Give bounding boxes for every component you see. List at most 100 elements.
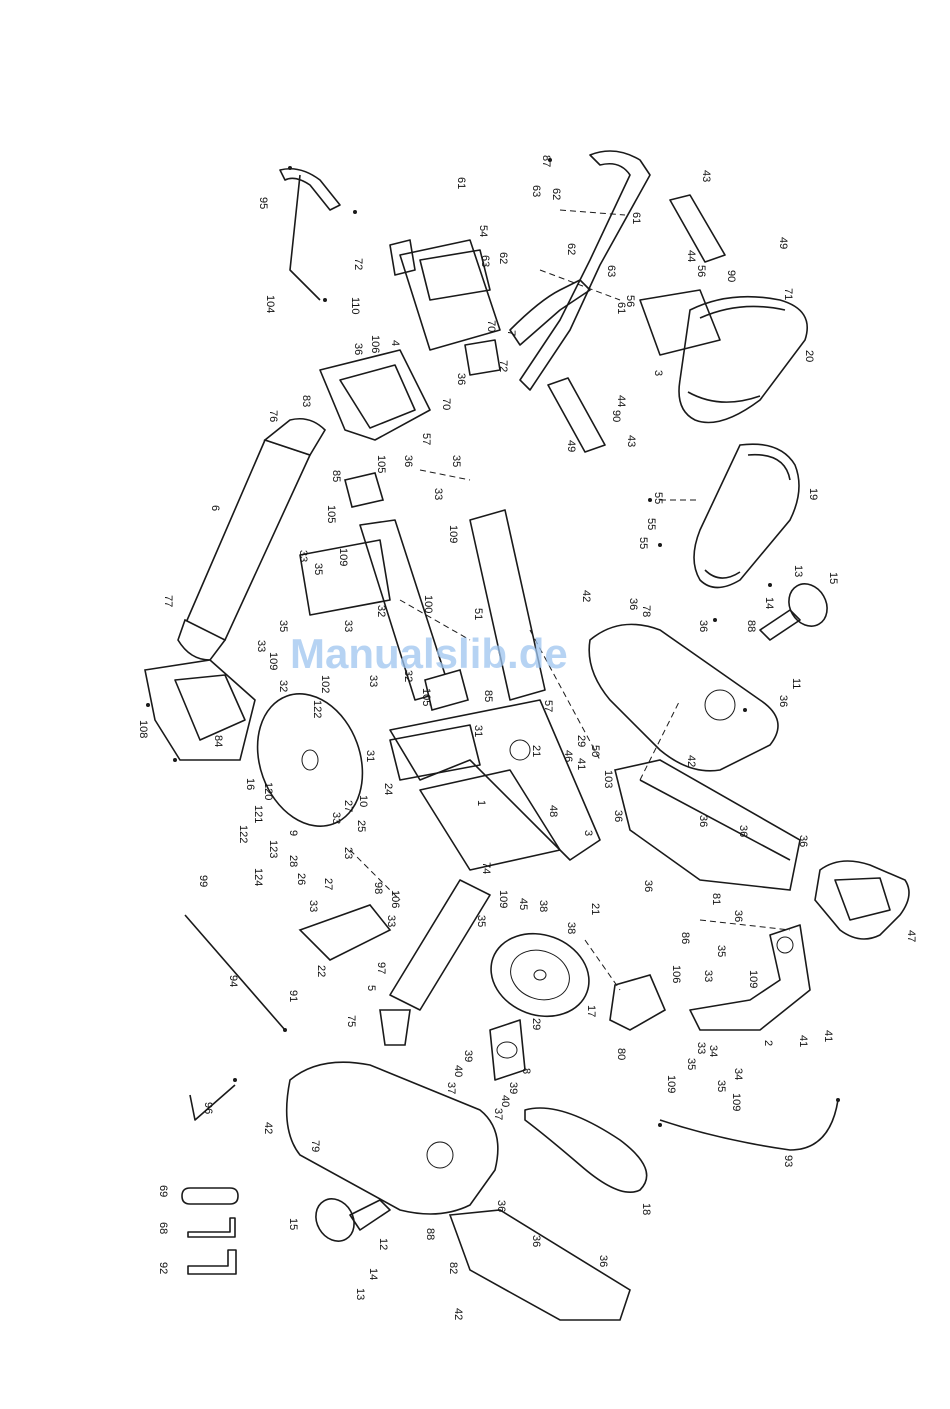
- label: 75: [345, 1015, 357, 1027]
- label: 62: [497, 252, 509, 264]
- label: 5: [365, 985, 377, 991]
- label: 22: [315, 965, 327, 977]
- label: 102: [319, 675, 331, 693]
- label: 33: [330, 812, 342, 824]
- label: 20: [803, 350, 815, 362]
- label: 6: [209, 505, 221, 511]
- watermark-text: Manualslib.de: [290, 630, 568, 677]
- label: 17: [585, 1005, 597, 1017]
- label: 109: [337, 548, 349, 566]
- label: 23: [342, 847, 354, 859]
- label: 12: [377, 1238, 389, 1250]
- label: 104: [264, 295, 276, 313]
- label: 57: [542, 700, 554, 712]
- label: 62: [550, 188, 562, 200]
- label: 35: [277, 620, 289, 632]
- part-94-rod: [184, 914, 286, 1031]
- label: 62: [565, 243, 577, 255]
- label: 97: [375, 962, 387, 974]
- label: 99: [197, 875, 209, 887]
- label: 106: [369, 335, 381, 353]
- label: 13: [354, 1288, 366, 1300]
- label: 36: [697, 620, 709, 632]
- part-81-cover: [614, 759, 801, 891]
- label: 36: [777, 695, 789, 707]
- label: 106: [670, 965, 682, 983]
- part-85-housing-lower: [424, 669, 469, 711]
- part-43-grip-lower: [547, 377, 606, 453]
- part-15-pedal-right: [759, 583, 828, 641]
- label: 103: [602, 770, 614, 788]
- label: 39: [507, 1082, 519, 1094]
- label: 14: [763, 597, 775, 609]
- label: 56: [624, 295, 636, 307]
- label: 61: [455, 177, 467, 189]
- label: 110: [349, 297, 361, 315]
- label: 63: [530, 185, 542, 197]
- part-18-belt: [524, 1107, 648, 1194]
- part-15-pedal-left: [315, 1198, 391, 1242]
- label: 25: [355, 820, 367, 832]
- label: 35: [715, 945, 727, 957]
- label: 109: [447, 525, 459, 543]
- label: 35: [450, 455, 462, 467]
- label: 2: [762, 1040, 774, 1046]
- label: 42: [685, 755, 697, 767]
- label: 21: [589, 903, 601, 915]
- label: 32: [375, 605, 387, 617]
- label: 46: [562, 750, 574, 762]
- label: 33: [367, 675, 379, 687]
- part-labels: 87 61 63 62 61 54 62 63 43 49 44 56 90 7…: [137, 155, 917, 1320]
- label: 21: [530, 745, 542, 757]
- label: 33: [695, 1042, 707, 1054]
- label: 105: [375, 455, 387, 473]
- label: 36: [612, 810, 624, 822]
- label: 42: [262, 1122, 274, 1134]
- label: 61: [615, 302, 627, 314]
- label: 31: [472, 725, 484, 737]
- label: 33: [297, 550, 309, 562]
- tool-92-allen-key: [187, 1249, 237, 1275]
- label: 109: [730, 1093, 742, 1111]
- label: 39: [462, 1050, 474, 1062]
- part-93-cable: [659, 1099, 839, 1151]
- label: 49: [565, 440, 577, 452]
- part-78-cover: [588, 623, 779, 772]
- label: 95: [257, 197, 269, 209]
- part-19-seat-back: [693, 443, 800, 589]
- label: 35: [685, 1058, 697, 1070]
- label: 37: [492, 1108, 504, 1120]
- label: 36: [530, 1235, 542, 1247]
- label: 86: [679, 932, 691, 944]
- label: 16: [244, 778, 256, 790]
- label: 26: [295, 873, 307, 885]
- label: 51: [472, 608, 484, 620]
- label: 29: [575, 735, 587, 747]
- label: 27: [322, 878, 334, 890]
- part-3-seat-slider: [639, 289, 721, 356]
- label: 70: [485, 320, 497, 332]
- part-17-pulley: [490, 932, 590, 1018]
- label: 3: [652, 370, 664, 376]
- part-96-rod: [189, 1084, 236, 1121]
- part-4-seat-rail: [389, 239, 501, 376]
- label: 72: [352, 258, 364, 270]
- label: 11: [790, 678, 802, 689]
- label: 69: [157, 1185, 169, 1197]
- label: 24: [382, 783, 394, 795]
- label: 36: [627, 598, 639, 610]
- label: 121: [252, 805, 264, 823]
- part-85-housing-upper: [344, 472, 385, 508]
- label: 37: [445, 1082, 457, 1094]
- label: 32: [402, 670, 414, 682]
- part-95-backrest-frame: [279, 167, 341, 301]
- leader-dots: [146, 158, 840, 1127]
- label: 74: [480, 862, 492, 874]
- label: 90: [610, 410, 622, 422]
- label: 108: [137, 720, 149, 738]
- label: 43: [700, 170, 712, 182]
- label: 36: [402, 455, 414, 467]
- label: 13: [792, 565, 804, 577]
- label: 56: [695, 265, 707, 277]
- label: 49: [777, 237, 789, 249]
